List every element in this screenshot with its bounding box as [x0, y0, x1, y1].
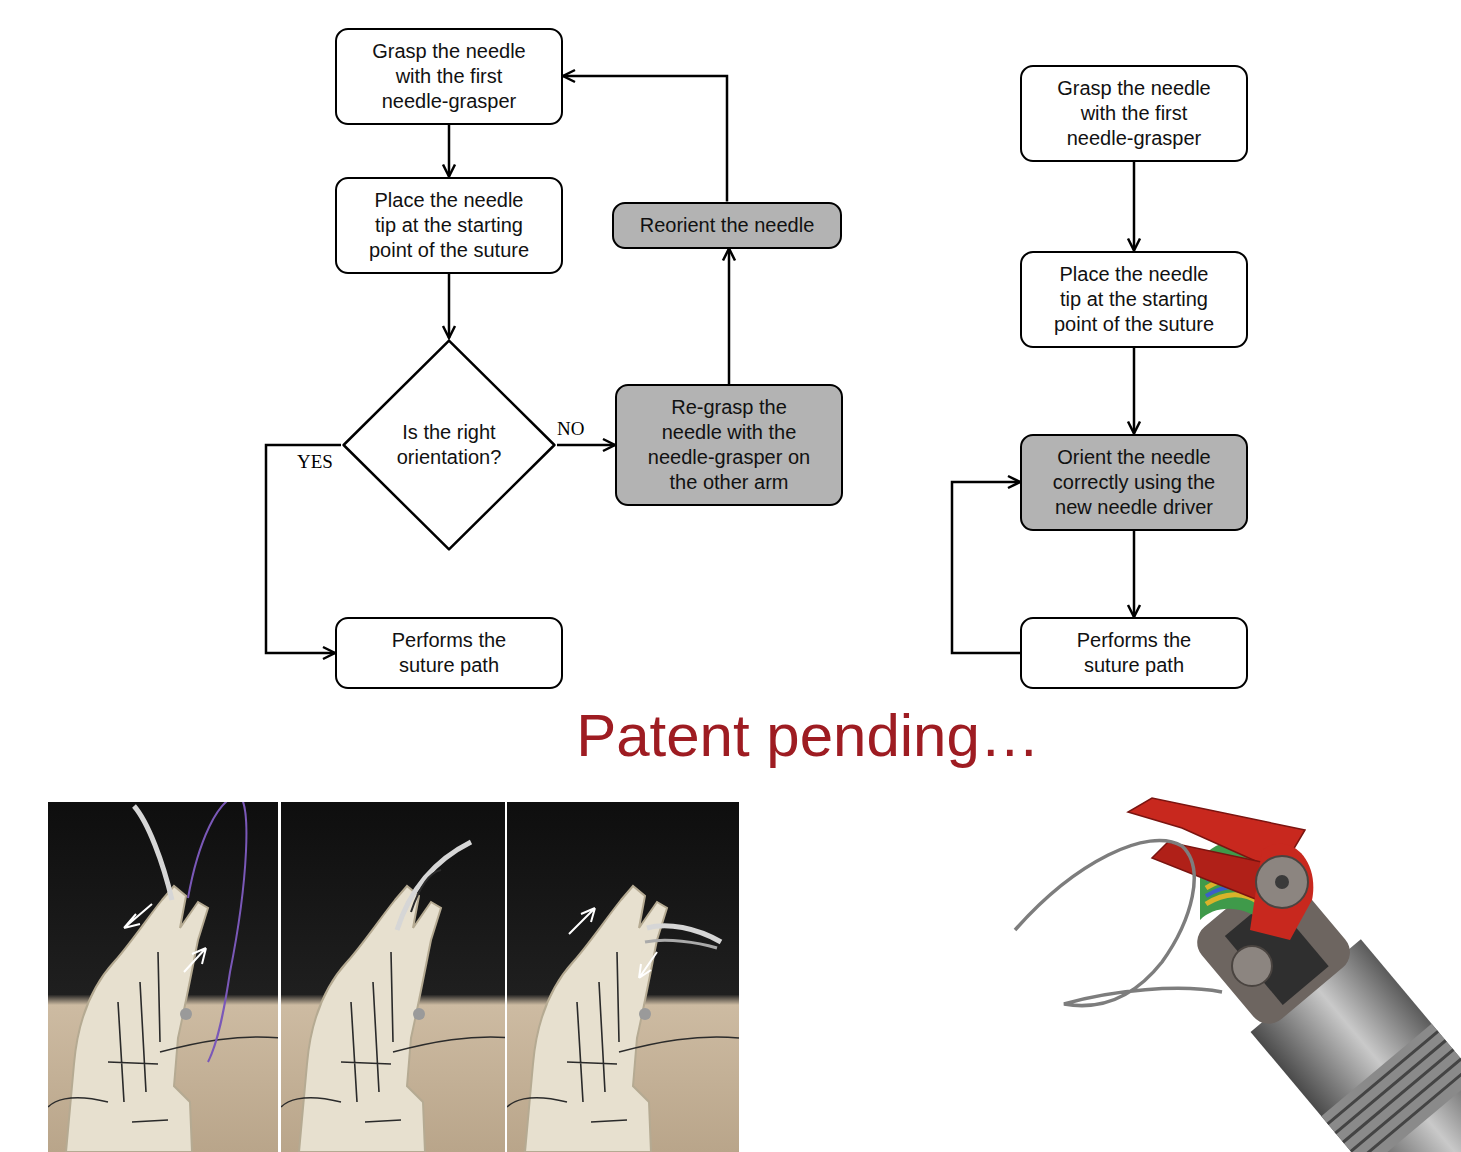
process-box: Performs the suture path	[1020, 617, 1248, 689]
node-text: Performs the suture path	[1048, 628, 1220, 678]
motion-arrow	[569, 908, 595, 934]
node-text: Grasp the needle with the first needle-g…	[1048, 76, 1220, 151]
needle	[134, 806, 172, 900]
motion-arrow	[184, 948, 206, 972]
node-text: Place the needle tip at the starting poi…	[1048, 262, 1220, 337]
jaw-clevis	[1250, 844, 1313, 940]
motion-arrow	[124, 904, 152, 928]
node-text: Re-grasp the needle with the needle-gras…	[643, 395, 815, 495]
flow-arrow	[728, 249, 731, 385]
shaft-knurl	[1328, 1031, 1461, 1152]
decision-diamond: Is the right orientation?	[341, 338, 557, 552]
photo-panel	[507, 802, 739, 1152]
process-box: Orient the needle correctly using the ne…	[1020, 434, 1248, 531]
process-box: Grasp the needle with the first needle-g…	[335, 28, 563, 125]
pivot	[1256, 856, 1308, 908]
robotic-gripper	[1015, 798, 1461, 1152]
flow-arrow	[952, 482, 1020, 653]
needle	[397, 842, 471, 930]
patent-note: Patent pending…	[408, 700, 1208, 772]
process-box: Place the needle tip at the starting poi…	[335, 177, 563, 274]
node-text: Place the needle tip at the starting poi…	[363, 188, 535, 263]
photo-panel	[281, 802, 505, 1152]
node-text: Performs the suture path	[363, 628, 535, 678]
node-text: Is the right orientation?	[389, 420, 509, 470]
process-box: Place the needle tip at the starting poi…	[1020, 251, 1248, 348]
shaft-ring	[1321, 1024, 1461, 1152]
process-box: Reorient the needle	[612, 202, 842, 249]
flow-arrow	[557, 444, 615, 447]
node-text: Reorient the needle	[640, 213, 815, 238]
flow-arrow	[1133, 348, 1136, 434]
pivot	[1232, 946, 1272, 986]
photo-panel	[48, 802, 278, 1152]
node-text: Grasp the needle with the first needle-g…	[363, 39, 535, 114]
flow-arrow	[448, 274, 451, 339]
flow-arrow	[448, 125, 451, 177]
pivot	[1275, 875, 1289, 889]
process-box: Grasp the needle with the first needle-g…	[1020, 65, 1248, 162]
motion-arrow	[639, 952, 657, 978]
node-text: Orient the needle correctly using the ne…	[1048, 445, 1220, 520]
edge-label: NO	[556, 419, 585, 439]
process-box: Performs the suture path	[335, 617, 563, 689]
process-box: Re-grasp the needle with the needle-gras…	[615, 384, 843, 506]
edge-label: YES	[296, 452, 334, 472]
flow-arrow	[266, 445, 341, 653]
suture-thread	[188, 802, 246, 1062]
flow-arrow	[1133, 531, 1136, 618]
diamond-shape	[344, 341, 555, 550]
flow-arrow	[1133, 162, 1136, 251]
needle	[645, 940, 717, 948]
suture-thread	[411, 870, 441, 912]
photo-ground	[507, 802, 739, 1152]
curved-needle	[1015, 840, 1222, 1005]
diamond-outline	[341, 338, 557, 552]
flow-arrow	[563, 76, 727, 202]
